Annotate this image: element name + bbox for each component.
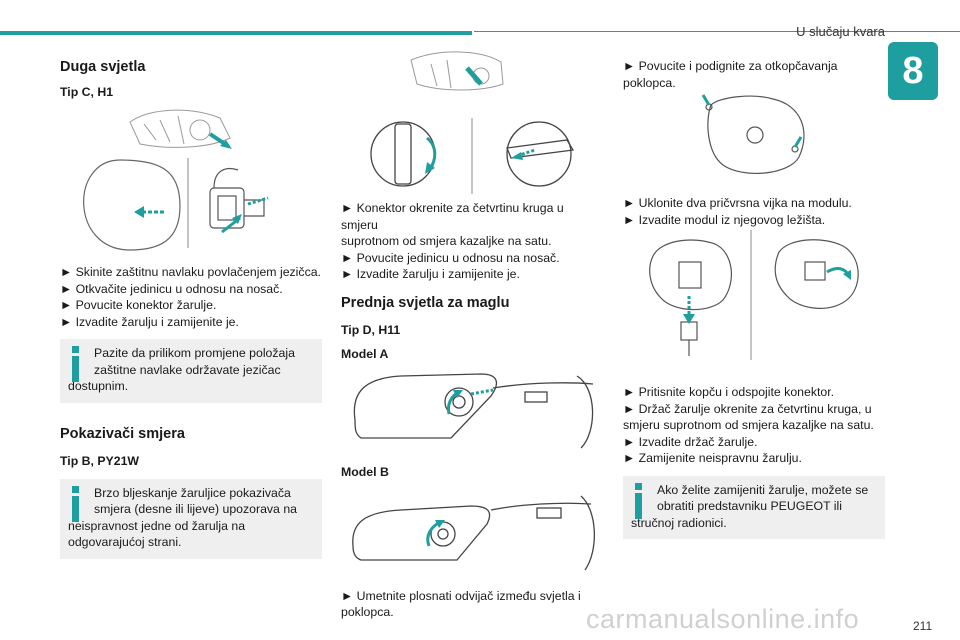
- high-beam-steps: ► Skinite zaštitnu navlaku povlačenjem j…: [60, 264, 322, 330]
- header-accent-bar: [0, 31, 472, 35]
- page-number: 211: [913, 619, 933, 633]
- note-line: neispravnost jedne od žarulja na: [68, 518, 246, 533]
- note-line: obratiti predstavniku PEUGEOT ili: [657, 499, 842, 513]
- module-steps: ► Uklonite dva pričvrsna vijka na modulu…: [623, 195, 885, 228]
- column-3: ► Povucite i podignite za otkopčavanja p…: [623, 58, 885, 539]
- step-line: suprotnom od smjera kazaljke na satu.: [341, 234, 552, 248]
- watermark: carmanualsonline.info: [586, 604, 860, 634]
- step-line: ► Otkvačite jedinicu u odnosu na nosač.: [60, 281, 283, 296]
- step-line: ► Izvadite žarulju i zamijenite je.: [341, 267, 520, 281]
- subheading-high-beam-type: Tip C, H1: [60, 85, 114, 99]
- figure-fog-model-a: [353, 372, 594, 448]
- unclip-steps: ► Povucite i podignite za otkopčavanja p…: [623, 58, 885, 91]
- connector-steps: ► Konektor okrenite za četvrtinu kruga u…: [341, 200, 603, 283]
- step-line: ► Povucite konektor žarulje.: [60, 298, 217, 312]
- step-line: ► Izvadite modul iz njegovog ležišta.: [623, 212, 826, 227]
- heading-turn-signals: Pokazivači smjera: [60, 425, 185, 442]
- label-model-b: Model B: [341, 464, 389, 479]
- note-line: Brzo bljeskanje žaruljice pokazivača: [94, 485, 291, 500]
- note-line: stručnoj radionici.: [631, 515, 727, 530]
- label-model-a: Model A: [341, 346, 389, 361]
- info-note-turn-signals: Brzo bljeskanje žaruljice pokazivača smj…: [60, 478, 322, 559]
- info-icon: [635, 482, 642, 519]
- step-line: poklopca.: [341, 605, 394, 619]
- heading-fog-lights: Prednja svjetla za maglu: [341, 294, 510, 311]
- step-line: ► Umetnite plosnati odvijač između svjet…: [341, 588, 581, 603]
- note-line: smjera (desne ili lijeve) upozorava na: [94, 502, 297, 516]
- figure-module-screws: [701, 94, 805, 175]
- step-line: ► Povucite jedinicu u odnosu na nosač.: [341, 250, 560, 265]
- info-note-dealer: Ako želite zamijeniti žarulje, možete se…: [623, 475, 885, 539]
- figure-high-beam: [83, 109, 269, 251]
- subheading-fog-type: Tip D, H11: [341, 322, 401, 337]
- figure-bulb-holder: [649, 230, 859, 360]
- column-2: ► Konektor okrenite za četvrtinu kruga u…: [341, 46, 603, 621]
- section-title: U slučaju kvara: [796, 24, 885, 39]
- note-line: zaštitne navlake održavate jezičac: [94, 362, 281, 377]
- info-icon: [72, 346, 79, 382]
- note-line: Ako želite zamijeniti žarulje, možete se: [657, 482, 869, 497]
- step-line: poklopca.: [623, 75, 676, 90]
- step-line: ► Konektor okrenite za četvrtinu kruga u…: [341, 201, 564, 232]
- column-1: Duga svjetla Tip C, H1 ► Skinite zaštitn…: [60, 58, 322, 559]
- header-rule: [474, 31, 960, 32]
- bulb-steps: ► Pritisnite kopču i odspojite konektor.…: [623, 384, 885, 467]
- note-line: Pazite da prilikom promjene položaja: [94, 346, 295, 360]
- info-note-high-beam: Pazite da prilikom promjene položaja zaš…: [60, 339, 322, 403]
- fog-final-steps: ► Umetnite plosnati odvijač između svjet…: [341, 588, 603, 621]
- subheading-turn-signals-type: Tip B, PY21W: [60, 453, 140, 468]
- step-line: ► Skinite zaštitnu navlaku povlačenjem j…: [60, 265, 321, 279]
- note-line: dostupnim.: [68, 379, 129, 393]
- step-line: ► Držač žarulje okrenite za četvrtinu kr…: [623, 401, 872, 416]
- step-line: ► Izvadite žarulju i zamijenite je.: [60, 314, 239, 329]
- step-line: ► Zamijenite neispravnu žarulju.: [623, 451, 802, 465]
- figure-fog-model-b: [352, 495, 595, 570]
- step-line: ► Povucite i podignite za otkopčavanja: [623, 59, 838, 73]
- step-line: ► Uklonite dva pričvrsna vijka na modulu…: [623, 196, 852, 210]
- heading-high-beam: Duga svjetla: [60, 59, 146, 75]
- chapter-badge: 8: [888, 42, 938, 100]
- info-icon: [72, 485, 79, 522]
- step-line: ► Izvadite držač žarulje.: [623, 434, 758, 449]
- step-line: ► Pritisnite kopču i odspojite konektor.: [623, 385, 835, 399]
- step-line: smjeru suprotnom od smjera kazaljke na s…: [623, 418, 874, 432]
- figure-connector-rotate: [370, 51, 575, 194]
- note-line: odgovarajućoj strani.: [68, 535, 182, 549]
